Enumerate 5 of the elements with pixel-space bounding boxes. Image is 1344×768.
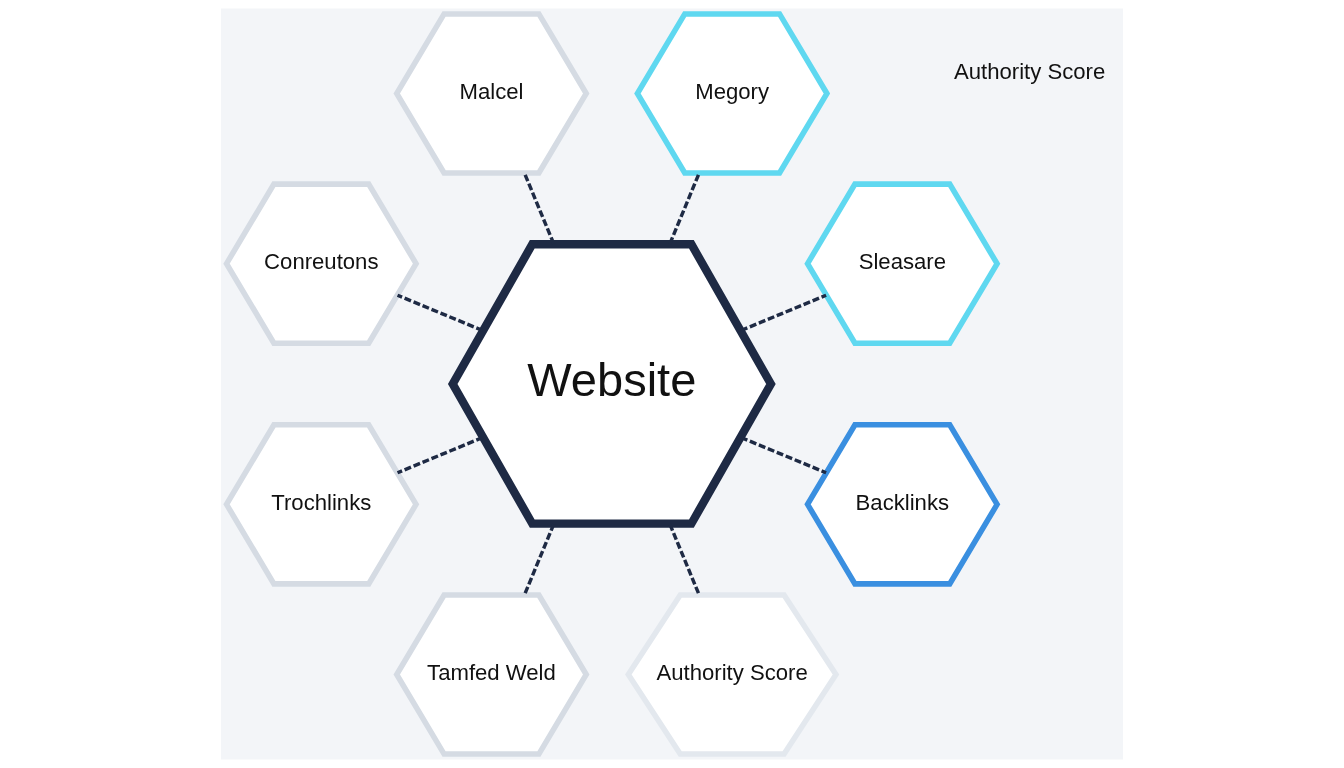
connector bbox=[740, 435, 827, 475]
connector bbox=[740, 293, 827, 333]
connector bbox=[396, 435, 484, 475]
label: Authority Score bbox=[953, 59, 1106, 85]
connector bbox=[396, 293, 484, 333]
